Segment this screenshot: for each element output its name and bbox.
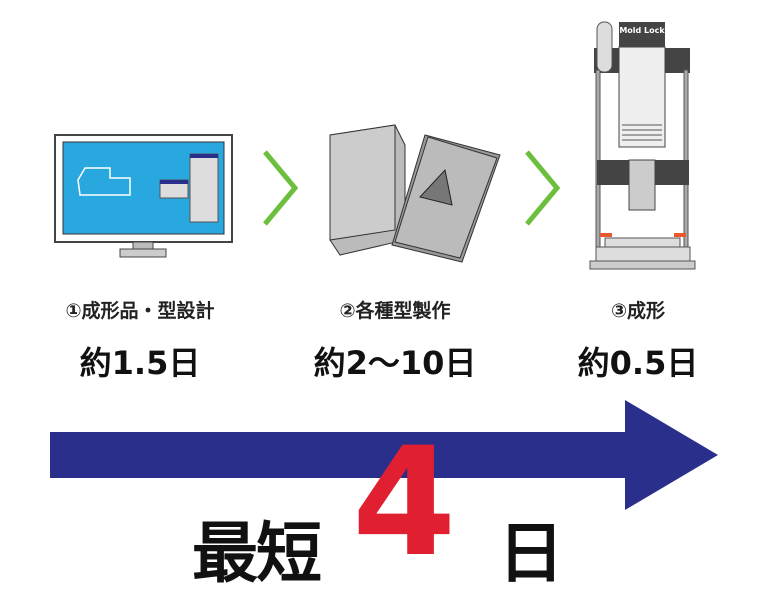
monitor-icon xyxy=(54,134,233,258)
step-1-label: ①成形品・型設計 xyxy=(65,300,215,322)
molding-machine-icon xyxy=(589,21,696,270)
machine-label: Mold Lock xyxy=(619,26,665,35)
step-2-label: ②各種型製作 xyxy=(339,300,451,322)
result-suffix: 日 xyxy=(498,515,564,592)
step-3-label: ③成形 xyxy=(610,300,666,322)
chevron-right-icon xyxy=(263,150,299,226)
step-1-duration: 約1.5日 xyxy=(79,344,201,382)
mold-blocks-icon xyxy=(329,124,501,263)
result-number: 4 xyxy=(352,416,457,590)
step-2-duration: 約2〜10日 xyxy=(313,344,477,382)
step-3-duration: 約0.5日 xyxy=(577,344,699,382)
result-prefix: 最短 xyxy=(192,515,322,592)
chevron-right-icon xyxy=(525,150,561,226)
timeline-arrow xyxy=(50,400,718,510)
